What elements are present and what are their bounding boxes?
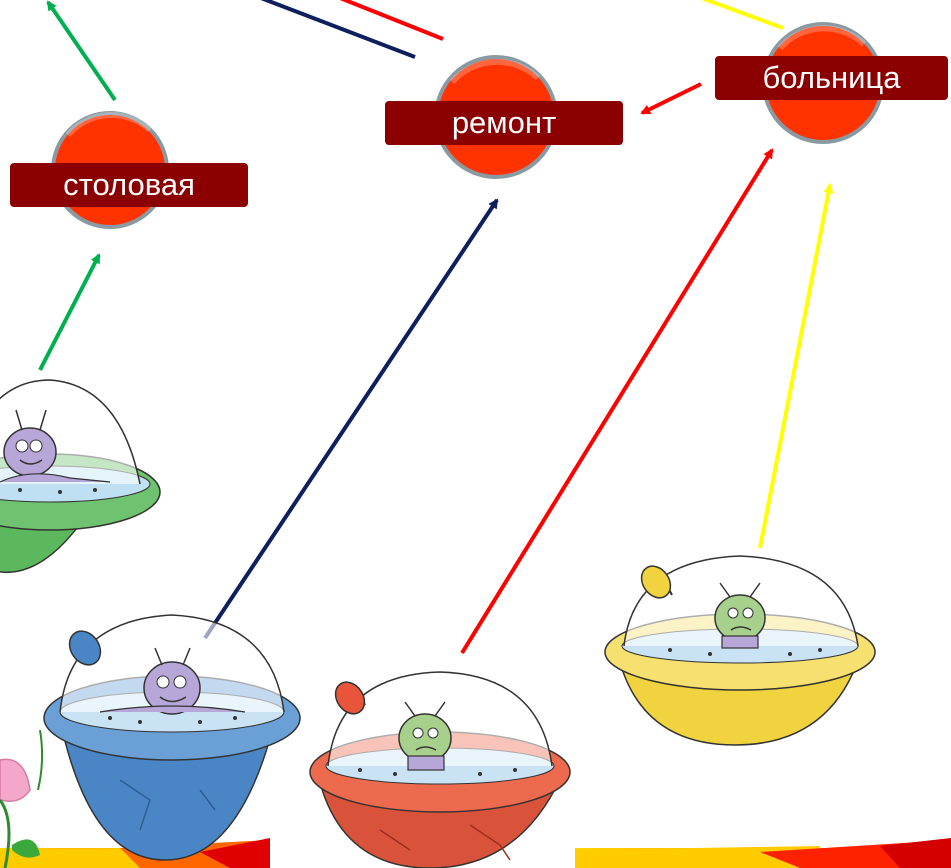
arrow-hospital-up-yellow (680, 0, 783, 28)
ufo-red (310, 672, 570, 868)
label-canteen: столовая (10, 163, 248, 207)
arrow-repair-up-navy (240, 0, 415, 57)
arrow-yellow-ufo-to-hospital (760, 185, 830, 548)
flower-decoration (0, 730, 42, 868)
arrow-hospital-to-repair (642, 84, 701, 113)
arrow-canteen-up (48, 2, 115, 100)
label-hospital: больница (715, 56, 948, 100)
ufo-green (0, 380, 160, 572)
label-repair: ремонт (385, 101, 623, 145)
ufo-blue (44, 615, 300, 860)
ufo-yellow (605, 556, 875, 745)
arrow-repair-up-red (320, 0, 443, 39)
arrow-blue-ufo-to-repair (205, 200, 497, 638)
arrows-layer (40, 0, 830, 653)
arrow-green-ufo-to-canteen (40, 255, 99, 370)
